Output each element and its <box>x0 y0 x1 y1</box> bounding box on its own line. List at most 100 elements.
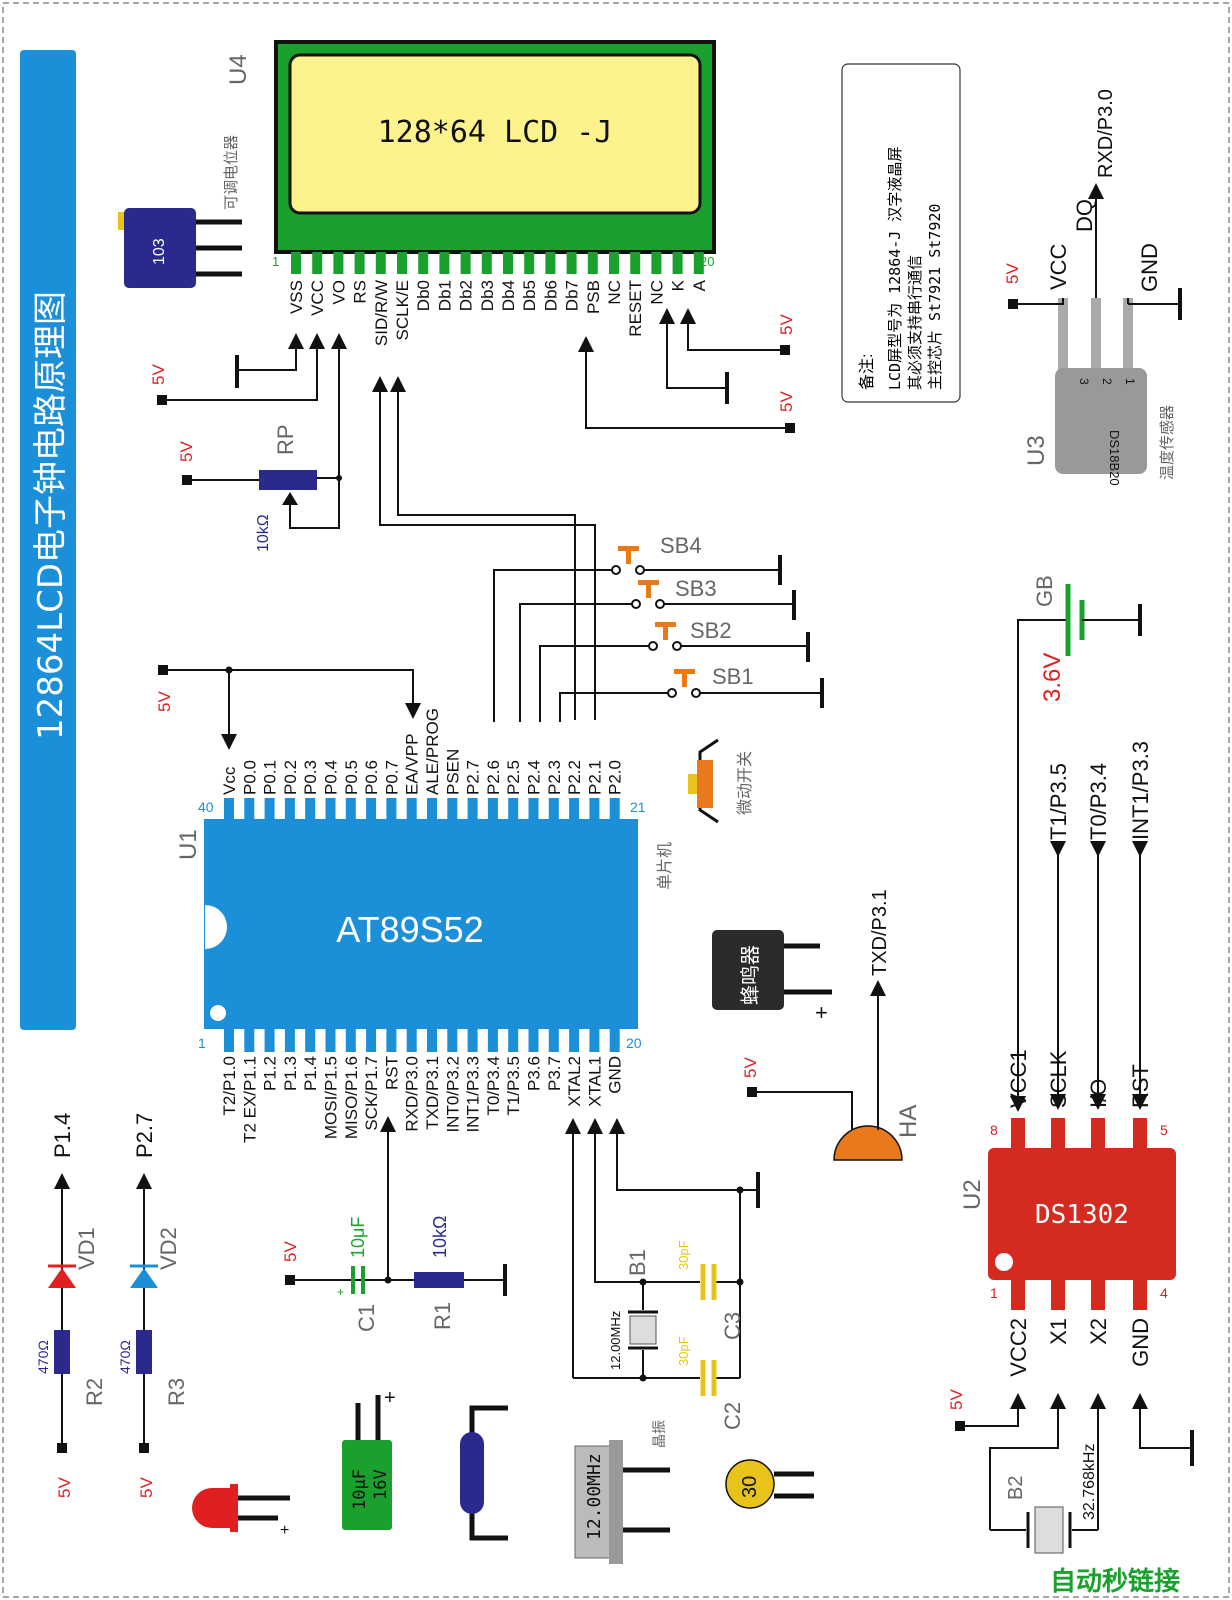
mcu-pin1-dot <box>210 1005 226 1021</box>
mcu-top-pin-label: P2.5 <box>504 760 523 795</box>
lcd-pin <box>545 252 556 274</box>
lcd-pin <box>397 252 407 274</box>
mcu-bottom-pin-label: T0/P3.4 <box>484 1056 503 1116</box>
mcu-bottom-pin <box>427 1028 437 1052</box>
mcu-top-pin-label: P0.3 <box>301 760 320 795</box>
lcd-pin-label: SID/R/W <box>372 280 391 346</box>
b1-label: B1 <box>625 1249 650 1276</box>
mcu-bottom-pin <box>548 1028 559 1052</box>
mcu-bottom-pin <box>406 1028 417 1052</box>
lcd-screen-text: 128*64 LCD -J <box>378 115 613 150</box>
mcu-top-pin <box>447 798 458 822</box>
buzzer-plus: + <box>815 1000 828 1025</box>
mcu-top-pin-label: Vcc <box>220 766 239 795</box>
c2-label: C2 <box>720 1402 745 1430</box>
watermark: 自动秒链接 <box>1050 1566 1180 1596</box>
mcu-bottom-pin-label: P1.2 <box>261 1056 280 1091</box>
crystal-circuit: B1 12.00MHz 30pF 30pF C3 C2 <box>565 1118 760 1430</box>
part-xtal-value: 12.00MHz <box>584 1453 605 1540</box>
mcu-pin-1: 1 <box>198 1035 206 1051</box>
note-line-3: 主控芯片 St7921 St7920 <box>926 204 944 390</box>
ds18b20-dq: DQ <box>1072 199 1097 232</box>
buzzer-name: 蜂鸣器 <box>739 945 762 1005</box>
ha-5v: 5V <box>741 1057 760 1078</box>
mcu-top-pin <box>569 798 580 822</box>
rp-5v: 5V <box>177 441 196 462</box>
ds1302-bottom-pin <box>1051 1278 1065 1310</box>
note-line-2: 其必须支持串行通信 <box>906 255 924 390</box>
mcu-bottom-pin-label: MISO/P1.6 <box>342 1056 361 1139</box>
vd2-label: VD2 <box>156 1227 181 1270</box>
mcu-top-pin-label: P0.7 <box>382 760 401 795</box>
pot-knob <box>118 212 126 230</box>
ds1302-pin1-dot <box>995 1253 1013 1271</box>
r3-value: 470Ω <box>117 1340 133 1374</box>
ds1302-ref: U2 <box>959 1179 986 1210</box>
lcd-pin-label: Db7 <box>563 280 582 311</box>
mcu-notch <box>205 905 227 949</box>
ha-ref: HA <box>895 1105 922 1138</box>
ds1302-body <box>988 1148 1176 1280</box>
mcu-bottom-pin <box>264 1028 275 1052</box>
mcu-bottom-pin-label: MOSI/P1.5 <box>322 1056 341 1139</box>
title-text: 12864LCD电子钟电路原理图 <box>31 291 71 740</box>
mcu-bottom-pin-label: SCK/P1.7 <box>362 1056 381 1131</box>
part-crystal: 12.00MHz 晶振 <box>574 1420 670 1564</box>
mcu-bottom-pin-label: INT0/P3.2 <box>443 1056 462 1133</box>
mcu-top-pin-label: P0.6 <box>362 760 381 795</box>
switch-actuator <box>663 624 668 640</box>
mcu-bottom-pin <box>386 1028 397 1052</box>
mcu-bottom-pin-label: TXD/P3.1 <box>423 1056 442 1130</box>
lcd-pin-label: Db1 <box>435 280 454 311</box>
r3-label: R3 <box>164 1378 189 1406</box>
part-led-red: + <box>192 1484 290 1539</box>
lcd-pin <box>354 252 365 274</box>
mcu-bottom-pin <box>345 1028 356 1052</box>
mcu-bottom-pin-label: T2 EX/P1.1 <box>240 1056 259 1143</box>
mcu-bottom-pin <box>284 1028 295 1052</box>
mcu-top-pin-label: EA/VPP <box>403 734 422 795</box>
lcd-pin-label: Db6 <box>541 280 560 311</box>
lcd-pin-label: Db0 <box>414 280 433 311</box>
mcu-caption: 单片机 <box>656 842 674 890</box>
ds1302-pin1: 1 <box>990 1285 998 1301</box>
switch-actuator <box>682 671 687 687</box>
mcu-bottom-pin-label: INT1/P3.3 <box>464 1056 483 1133</box>
mcu-top-pin <box>609 798 620 822</box>
mcu-bottom-pin <box>325 1028 336 1052</box>
lcd-psb-5v: 5V <box>777 391 796 412</box>
lcd-pin-label: VSS <box>287 280 306 314</box>
lcd-a-5v: 5V <box>777 314 796 335</box>
note-box: 备注: LCD屏型号为 12864-J 汉字液晶屏 其必须支持串行通信 主控芯片… <box>841 63 961 403</box>
ds18b20-caption: 温度传感器 <box>1159 405 1176 480</box>
mcu-bottom-pin-label: T2/P1.0 <box>220 1056 239 1116</box>
ds18b20-sensor: DS18B20 3 2 1 5V VCC DQ GND RXD/P3.0 U3 … <box>1003 89 1182 486</box>
ds1302-bottom-pin-label: VCC2 <box>1006 1318 1031 1377</box>
mcu-top-pin <box>589 798 600 822</box>
lcd-pin-label: SCLK/E <box>393 280 412 340</box>
sb4-label: SB4 <box>660 533 702 558</box>
mcu-top-pin-label: P2.4 <box>525 760 544 795</box>
potentiometer-part: 103 可调电位器 <box>118 135 242 288</box>
lcd-pin <box>587 252 598 274</box>
ds18b20-vcc: VCC <box>1046 243 1071 290</box>
mcu-top-pin-label: P0.5 <box>342 760 361 795</box>
part-cap-plus: + <box>384 1387 396 1409</box>
part-ceramic-value: 30 <box>739 1476 761 1498</box>
pot-caption: 可调电位器 <box>223 135 240 210</box>
reset-circuit: 5V 10μF + C1 10kΩ R1 <box>281 1116 507 1332</box>
title-banner <box>20 50 76 1030</box>
micro-switch-caption: 微动开关 <box>736 751 754 815</box>
mcu-top-pin-label: ALE/PROG <box>423 708 442 795</box>
switch-actuator <box>646 582 651 598</box>
mcu-top-pin-label: P2.6 <box>484 760 503 795</box>
mcu-top-pin <box>224 798 234 822</box>
lcd-pin <box>460 252 471 274</box>
mcu-top-pin-label: P2.0 <box>606 760 625 795</box>
ds1302-top-pin <box>1133 1118 1147 1150</box>
part-led-plus: + <box>280 1522 289 1539</box>
mcu-top-pin <box>345 798 356 822</box>
lcd-pin <box>524 252 535 274</box>
